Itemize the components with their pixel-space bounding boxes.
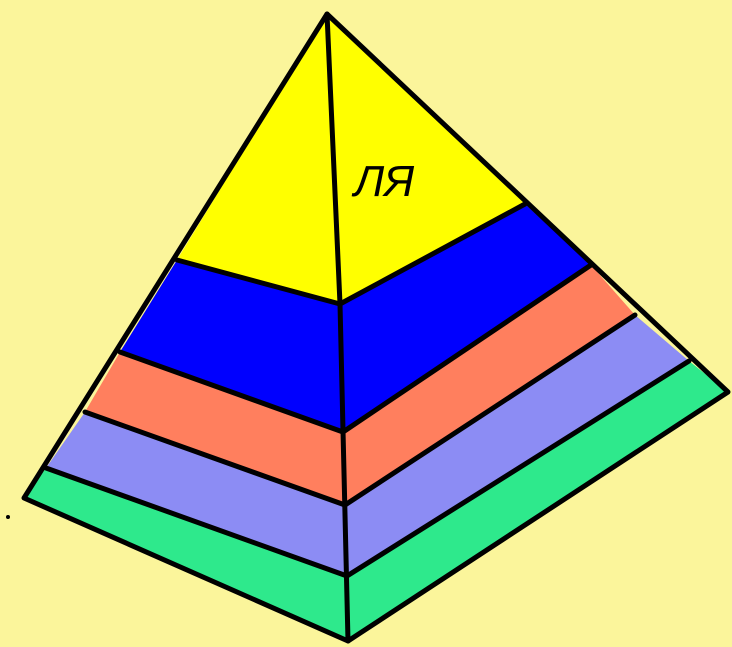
apex-label: ЛЯ	[351, 157, 415, 206]
stray-dot	[6, 515, 10, 519]
